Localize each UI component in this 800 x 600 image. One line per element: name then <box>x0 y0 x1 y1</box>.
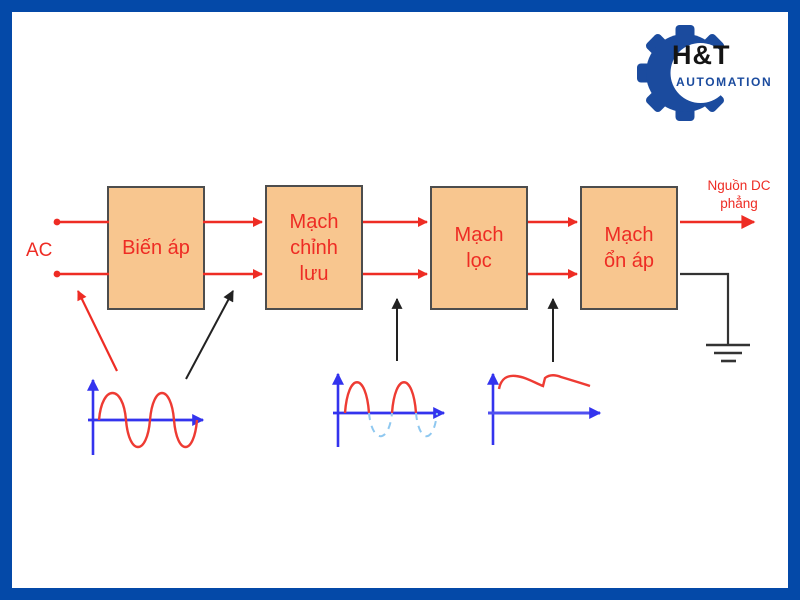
block-rectifier: Mạch chỉnh lưu <box>265 185 363 310</box>
gear-icon <box>637 25 731 121</box>
dc-output-label: Nguồn DC phẳng <box>707 178 771 211</box>
input-terminal-dot-top <box>53 218 61 226</box>
company-logo: H&T AUTOMATION <box>636 22 788 128</box>
ground-wire-path <box>680 272 730 344</box>
block-regulator: Mạch ổn áp <box>580 186 678 310</box>
logo-company-name: H&T <box>672 40 731 70</box>
block-transformer: Biến áp <box>107 186 205 310</box>
suppressed-negative-halves-dashed <box>368 412 438 437</box>
block-label: Mạch lọc <box>454 224 504 272</box>
block-label: Biến áp <box>122 237 190 259</box>
block-label: Mạch ổn áp <box>603 224 655 272</box>
block-label: Mạch chỉnh lưu <box>289 210 339 285</box>
block-filter: Mạch lọc <box>430 186 528 310</box>
sine-wave-curve <box>97 391 199 449</box>
rectified-humps-curve <box>343 381 418 414</box>
ripple-wave-curve <box>497 374 591 390</box>
ac-input-label: AC <box>26 240 53 261</box>
waveform-ac-sine <box>87 378 205 455</box>
ground-wire <box>680 272 730 344</box>
input-terminal-dot-bottom <box>53 270 61 278</box>
ground-symbol <box>706 343 750 363</box>
logo-tagline: AUTOMATION <box>676 75 773 89</box>
waveform-rectified <box>332 372 446 447</box>
waveform-dc-ripple <box>487 372 602 445</box>
